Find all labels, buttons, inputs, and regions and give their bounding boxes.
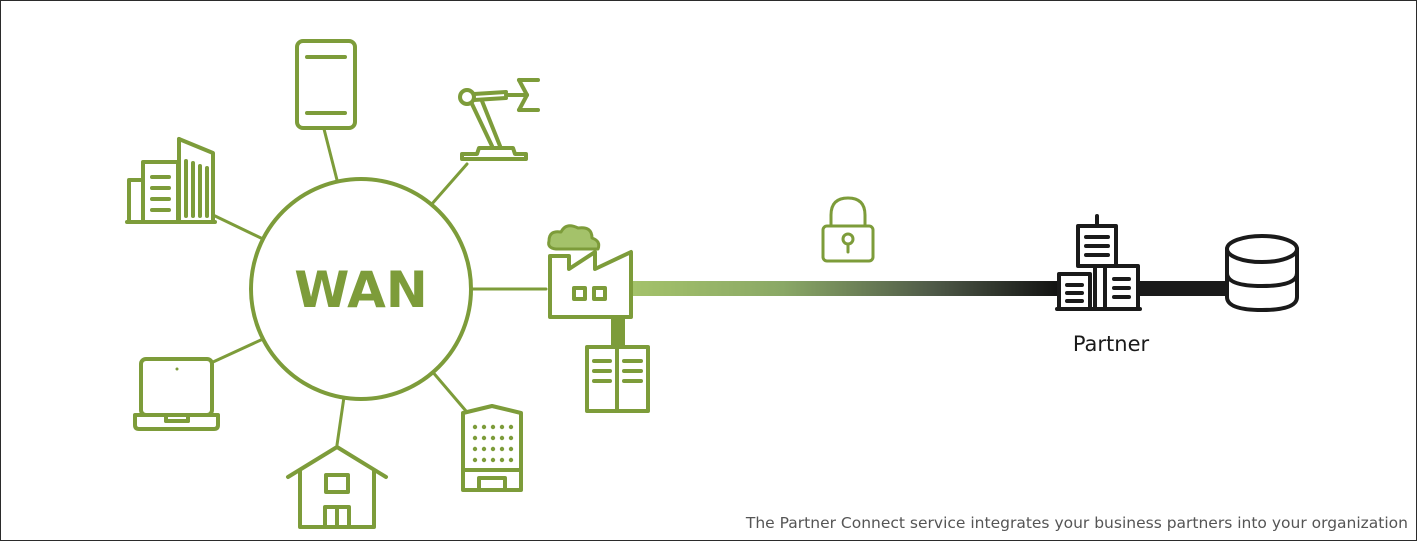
factory-icon [547,224,633,319]
spoke-office [211,213,265,241]
diagram-caption: The Partner Connect service integrates y… [745,514,1408,532]
spoke-tablet [322,127,339,182]
database-link [1138,281,1227,296]
tablet-icon [295,39,357,130]
wan-hub: WAN [249,177,473,401]
spoke-apartment [429,368,468,413]
wan-label: WAN [294,261,427,319]
hub-spokes [211,127,548,447]
apartment-building-icon [461,404,523,492]
spoke-robot-arm [429,162,469,207]
lock-icon [821,196,875,263]
robot-arm-icon [458,78,540,161]
partner-label: Partner [1073,332,1150,356]
database-icon [1225,234,1299,312]
warehouse-icon [585,345,650,413]
spoke-laptop [211,337,265,364]
laptop-icon [133,357,220,431]
secure-link [633,281,1061,296]
office-buildings-icon [125,137,217,224]
spoke-house [335,395,346,447]
partner-building-icon [1055,214,1142,311]
house-icon [286,445,388,529]
warehouse-connector [611,317,625,345]
